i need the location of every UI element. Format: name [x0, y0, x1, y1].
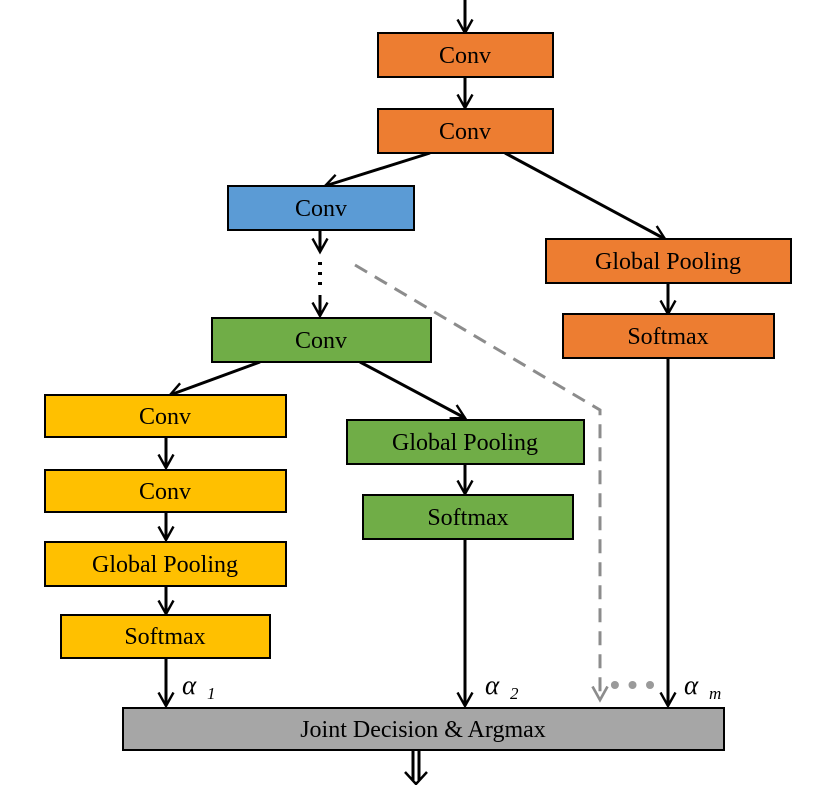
conv-yellow-2-box — [44, 469, 287, 513]
output-arrowhead — [404, 771, 428, 785]
conv-top-1-label: Conv — [439, 43, 491, 69]
softmax-orange-label: Softmax — [627, 324, 708, 350]
conv-yellow-1-box — [44, 394, 287, 438]
gp-yellow-box — [44, 541, 287, 587]
softmax-yellow-box — [60, 614, 271, 659]
gp-yellow-label: Global Pooling — [92, 552, 238, 578]
softmax-green-label: Softmax — [427, 505, 508, 531]
alpha-m-sub: m — [709, 684, 721, 703]
alpha-2-symbol: α — [485, 670, 500, 700]
gp-orange-box — [545, 238, 792, 284]
conv-yellow-1-label: Conv — [139, 404, 191, 430]
gp-orange-label: Global Pooling — [595, 249, 741, 275]
conv-green-label: Conv — [295, 328, 347, 354]
conv-blue-label: Conv — [295, 196, 347, 222]
softmax-orange-box — [562, 313, 775, 359]
joint-label: Joint Decision & Argmax — [300, 717, 546, 743]
conv-yellow-2-label: Conv — [139, 479, 191, 505]
conv-top-2-box — [377, 108, 554, 154]
alpha-1-sub: 1 — [207, 684, 216, 703]
conv-top-2-label: Conv — [439, 119, 491, 145]
alpha-2-sub: 2 — [510, 684, 519, 703]
softmax-yellow-label: Softmax — [124, 624, 205, 650]
conv-blue-box — [227, 185, 415, 231]
edge-conv2-blue — [322, 151, 431, 191]
alpha-1: α 1 — [182, 670, 215, 703]
softmax-green-box — [362, 494, 574, 540]
alpha-2: α 2 — [485, 670, 519, 703]
gp-green-box — [346, 419, 585, 465]
ellipsis-dots: • • • — [610, 669, 655, 700]
conv-top-1-box — [377, 32, 554, 78]
gp-green-label: Global Pooling — [392, 430, 538, 456]
alpha-1-symbol: α — [182, 670, 197, 700]
edge-green-yellow — [167, 360, 261, 399]
alpha-m-symbol: α — [684, 670, 699, 700]
edge-conv2-gp-orange — [504, 151, 668, 241]
edge-green-gp — [359, 360, 468, 420]
dashed-path — [354, 263, 609, 703]
joint-box — [122, 707, 725, 751]
conv-green-box — [211, 317, 432, 363]
alpha-m: α m — [684, 670, 721, 703]
